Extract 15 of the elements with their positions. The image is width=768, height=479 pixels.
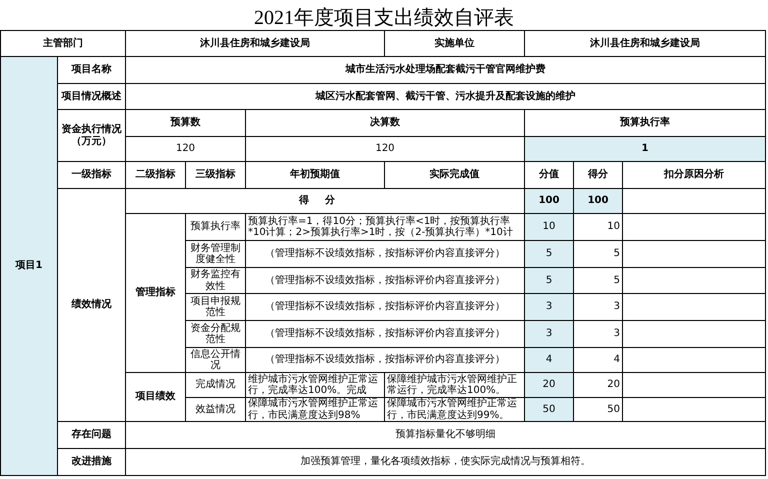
score-value: 50 [524,397,574,422]
score-value: 100 [524,188,574,214]
header-label: 项目1 [0,56,58,476]
score-value: 4 [524,347,574,373]
score-value: 20 [524,372,574,398]
score-value: 5 [524,267,574,294]
score-value: 10 [524,213,574,241]
score-value: 5 [524,240,574,268]
score-value: 3 [524,320,574,348]
table-title: 2021年度项目支出绩效自评表 [253,6,515,31]
score-value: 3 [524,293,574,321]
value-text: 沐川县住房和城乡建设局 [524,30,766,57]
score-value: 100 [573,188,623,214]
score-value: 1 [524,136,766,162]
description-text: 加强预算管理，量化各项绩效指标，使实际完成情况与预算相符。 [125,448,766,476]
